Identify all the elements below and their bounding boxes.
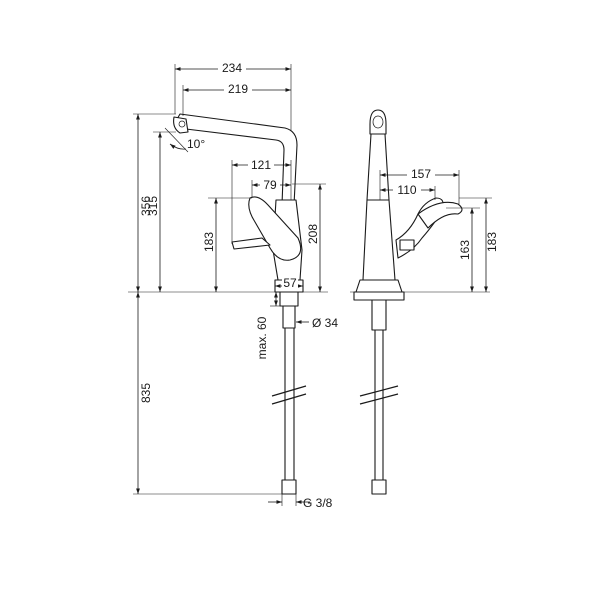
front-view: 157 110 163 183 xyxy=(350,109,499,495)
spout-arm xyxy=(175,113,298,206)
dim-183-front: 183 xyxy=(485,232,499,252)
hose-fitting xyxy=(281,479,297,495)
dim-g-3-8: G 3/8 xyxy=(303,496,333,510)
dim-157: 157 xyxy=(411,167,431,181)
front-body xyxy=(362,199,396,281)
mount-nut xyxy=(282,305,296,329)
dim-356: 356 xyxy=(139,196,153,216)
front-base xyxy=(355,279,403,293)
dim-57: 57 xyxy=(283,276,297,290)
dim-79: 79 xyxy=(263,178,277,192)
mount-stud xyxy=(279,291,299,307)
front-lever-tip xyxy=(417,201,463,229)
front-stud xyxy=(371,299,387,331)
front-lever-joint xyxy=(399,239,415,251)
front-hose-fitting xyxy=(371,479,387,495)
dim-208: 208 xyxy=(306,224,320,244)
dim-234: 234 xyxy=(222,61,242,75)
dim-diameter-34: Ø 34 xyxy=(312,316,338,330)
dim-315: 315 xyxy=(146,196,160,216)
dim-10-deg: 10° xyxy=(187,137,205,151)
lever-tail xyxy=(231,237,271,250)
spray-head xyxy=(173,116,189,134)
lever-handle xyxy=(248,196,302,261)
dim-163: 163 xyxy=(458,240,472,260)
front-flange xyxy=(353,291,405,301)
front-spout-head xyxy=(369,109,387,135)
dim-110: 110 xyxy=(397,183,416,197)
dim-max-60: max. 60 xyxy=(255,316,269,359)
side-view: 234 219 10° 121 79 356 315 183 xyxy=(128,60,338,510)
dim-183-side: 183 xyxy=(202,232,216,252)
dim-121: 121 xyxy=(251,158,271,172)
dim-219: 219 xyxy=(228,82,248,96)
dim-835: 835 xyxy=(139,383,153,403)
